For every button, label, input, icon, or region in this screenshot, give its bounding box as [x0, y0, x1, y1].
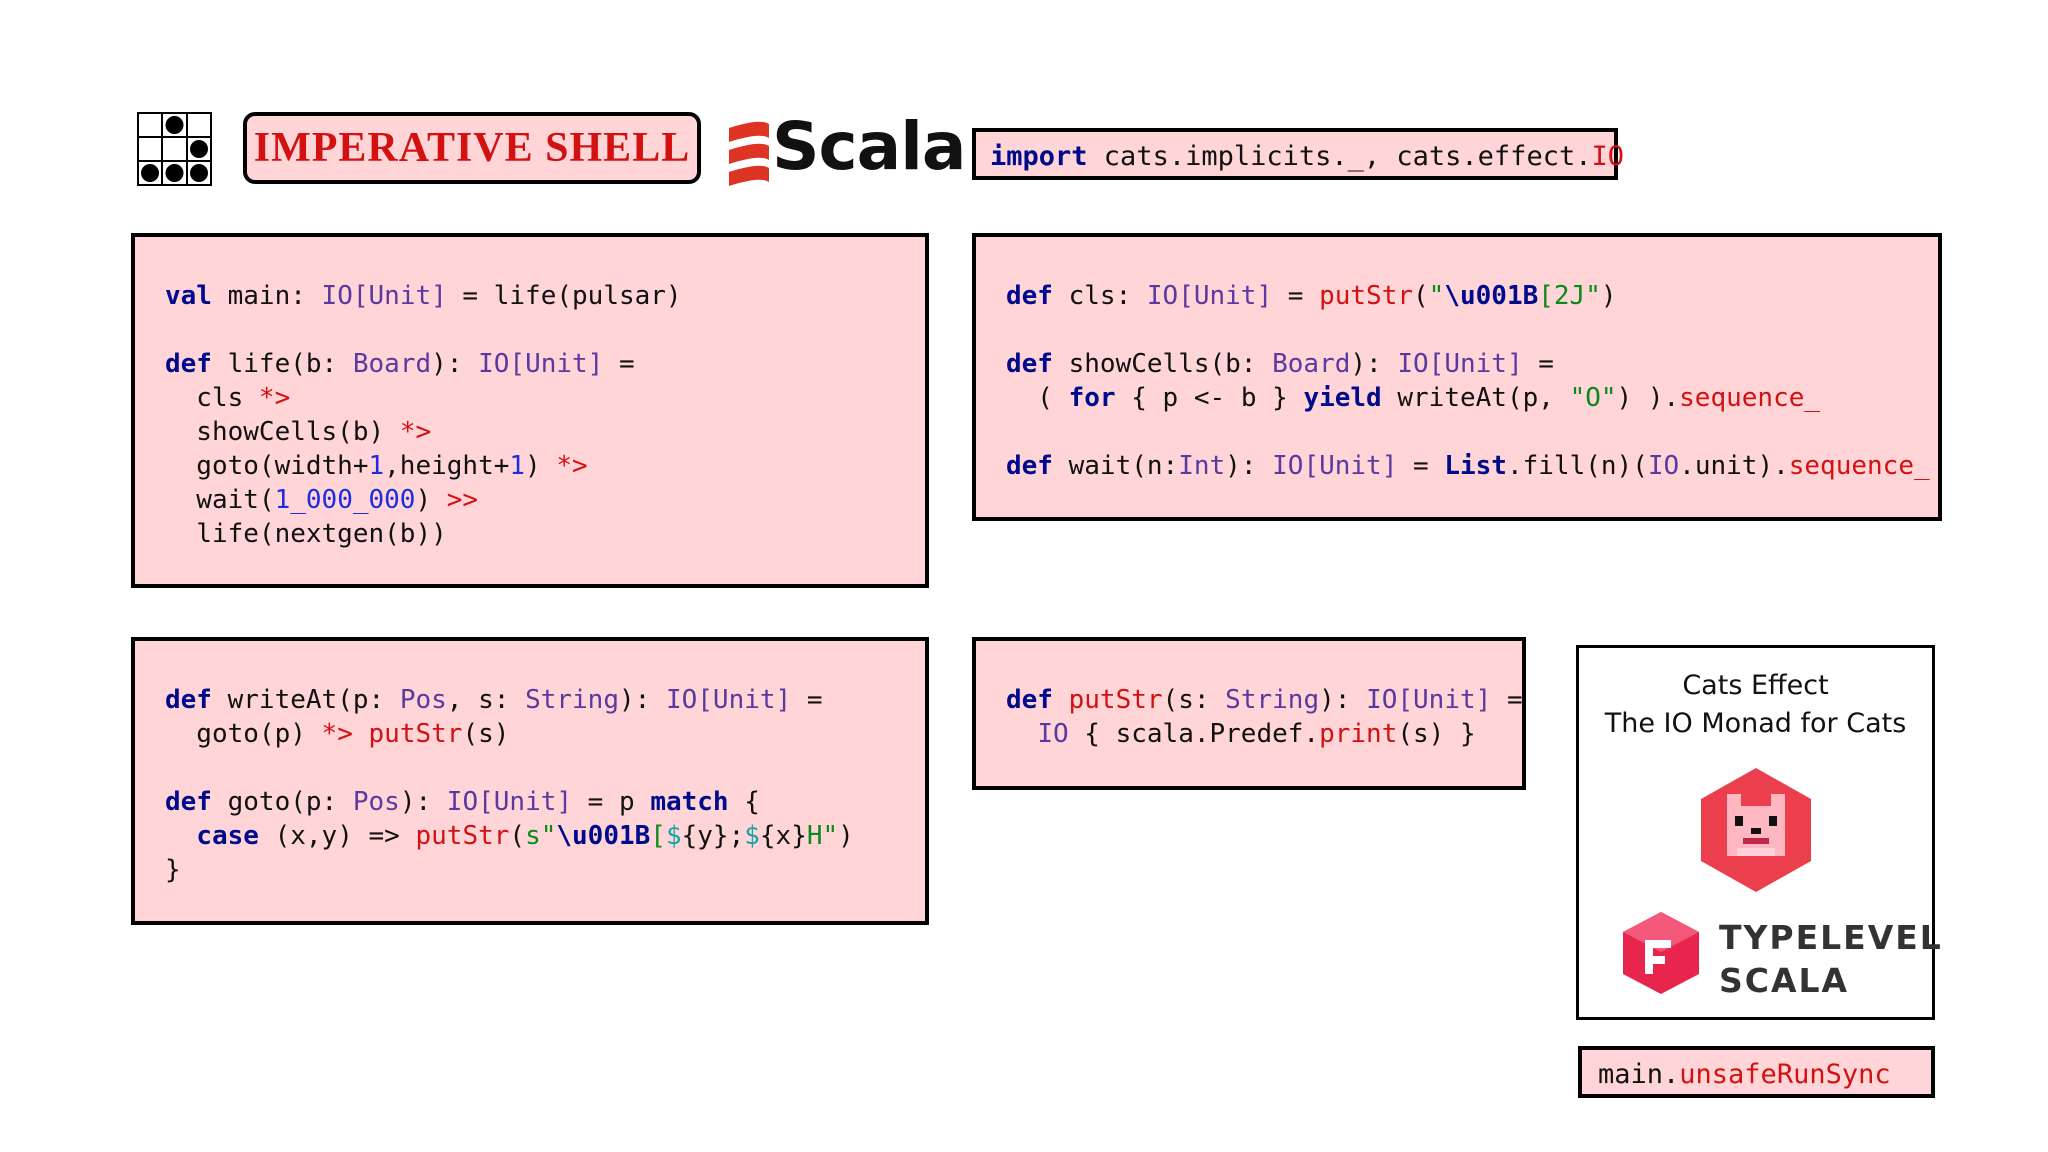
typelevel-logo-icon — [1623, 912, 1699, 994]
scala-word: SCALA — [1719, 961, 1850, 1000]
code-box-writeat-goto: def writeAt(p: Pos, s: String): IO[Unit]… — [131, 637, 929, 925]
import-box: import cats.implicits._, cats.effect.IO — [972, 128, 1624, 180]
imperative-shell-label: IMPERATIVE SHELL — [253, 125, 691, 171]
cats-effect-subtitle: The IO Monad for Cats — [1604, 708, 1907, 739]
typelevel-word: TYPELEVEL — [1719, 918, 1943, 957]
code-box-cls-showcells-wait: def cls: IO[Unit] = putStr("\u001B[2J") … — [972, 233, 1942, 521]
unsafe-run-box: main.unsafeRunSync — [1578, 1046, 1935, 1098]
code-box-putstr: def putStr(s: String): IO[Unit] = IO { s… — [972, 637, 1526, 790]
import-io: IO — [1591, 141, 1624, 172]
import-packages: cats.implicits._, cats.effect. — [1087, 141, 1592, 172]
imperative-shell-badge: IMPERATIVE SHELL — [243, 112, 701, 184]
scala-wordmark: Scala — [772, 108, 966, 185]
cats-effect-logo-icon — [1701, 768, 1811, 892]
code-cls-showcells-wait: def cls: IO[Unit] = putStr("\u001B[2J") … — [1006, 281, 1930, 481]
cats-effect-card: Cats Effect The IO Monad for Cats TYPELE… — [1576, 645, 1941, 1020]
glider-icon — [137, 112, 212, 186]
import-keyword: import — [990, 141, 1088, 172]
code-putstr: def putStr(s: String): IO[Unit] = IO { s… — [1006, 685, 1523, 749]
code-main-life: val main: IO[Unit] = life(pulsar) def li… — [165, 281, 682, 549]
run-method: unsafeRunSync — [1679, 1059, 1891, 1090]
code-box-main-life: val main: IO[Unit] = life(pulsar) def li… — [131, 233, 929, 588]
scala-logo-icon — [729, 121, 769, 186]
run-code: main.unsafeRunSync — [1598, 1058, 1891, 1092]
run-prefix: main. — [1598, 1059, 1680, 1090]
import-code: import cats.implicits._, cats.effect.IO — [990, 140, 1624, 174]
cats-effect-title: Cats Effect — [1682, 670, 1829, 701]
code-writeat-goto: def writeAt(p: Pos, s: String): IO[Unit]… — [165, 685, 854, 885]
